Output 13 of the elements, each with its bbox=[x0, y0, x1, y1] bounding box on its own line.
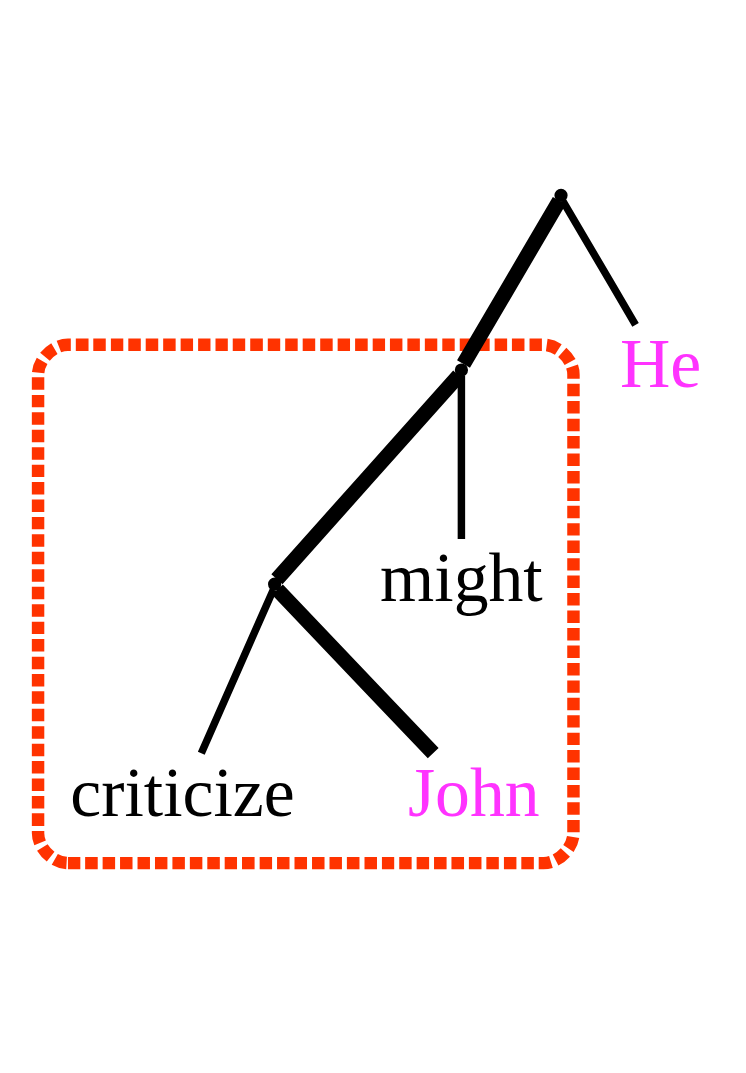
node-text: criticize bbox=[70, 753, 295, 831]
node-text: He bbox=[619, 325, 702, 403]
connector bbox=[457, 197, 566, 368]
node-point bbox=[268, 577, 282, 591]
connector bbox=[271, 370, 465, 585]
node-text: John bbox=[407, 753, 540, 831]
node-point bbox=[554, 188, 568, 202]
node-text: might bbox=[380, 539, 543, 617]
connector bbox=[559, 198, 639, 327]
connector bbox=[197, 588, 277, 755]
cluster bbox=[31, 338, 580, 870]
connector bbox=[272, 584, 439, 759]
node-point bbox=[454, 363, 469, 377]
